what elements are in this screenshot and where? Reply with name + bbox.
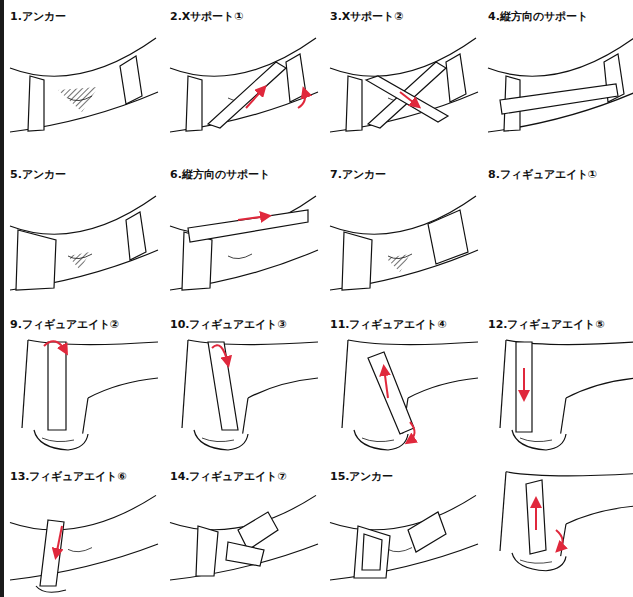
step-title: 11.フィギュアエイト④	[330, 318, 447, 331]
step-title: 2.Xサポート①	[170, 10, 244, 23]
step-title: 6.縦方向のサポート	[170, 168, 270, 181]
step-title: 8.フィギュアエイト①	[488, 168, 597, 181]
step-title: 13.フィギュアエイト⑥	[10, 470, 127, 483]
step-title: 7.アンカー	[330, 168, 386, 181]
step-title: 15.アンカー	[330, 470, 394, 483]
step-title: 9.フィギュアエイト②	[10, 318, 119, 331]
step-title: 5.アンカー	[10, 168, 66, 181]
step-title: 14.フィギュアエイト⑦	[170, 470, 287, 483]
step-title: 4.縦方向のサポート	[488, 10, 588, 23]
step-title: 10.フィギュアエイト③	[170, 318, 287, 331]
step-title: 12.フィギュアエイト⑤	[488, 318, 605, 331]
step-title: 3.Xサポート②	[330, 10, 404, 23]
step-title: 1.アンカー	[10, 10, 66, 23]
